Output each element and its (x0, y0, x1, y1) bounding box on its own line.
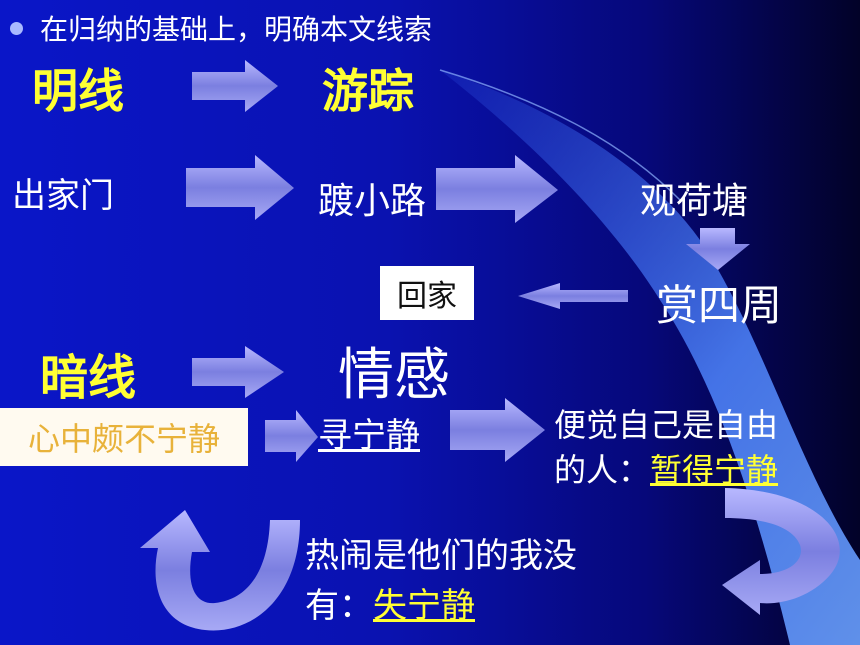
route-step-4: 赏四周 (656, 281, 783, 330)
emotion-free-line2: 的人：暂得宁静 (554, 445, 778, 491)
bright-clue-label: 明线 (32, 64, 124, 118)
route-step-1: 出家门 (12, 176, 114, 216)
emotion-lose-result: 失宁静 (373, 586, 475, 626)
emotion-seek: 寻宁静 (318, 416, 420, 456)
emotion-lose-line1: 热闹是他们的我没 (305, 536, 577, 576)
hidden-clue-label: 暗线 (40, 350, 137, 406)
emotion-lose-line2: 有：失宁静 (305, 578, 475, 627)
emotion-start-box: 心中颇不宁静 (0, 408, 248, 466)
hidden-clue-target: 情感 (338, 343, 450, 408)
page-title: 在归纳的基础上，明确本文线索 (40, 13, 433, 46)
emotion-lose-prefix: 有： (305, 586, 373, 626)
emotion-free-prefix: 的人： (554, 451, 651, 489)
route-step-2: 踱小路 (318, 181, 427, 222)
emotion-free-result: 暂得宁静 (650, 451, 779, 489)
bright-clue-target: 游踪 (322, 64, 414, 118)
bullet-icon (10, 22, 23, 35)
route-step-3: 观荷塘 (640, 181, 749, 222)
route-step-5-box: 回家 (380, 266, 474, 320)
emotion-free-line1: 便觉自己是自由 (554, 406, 779, 444)
